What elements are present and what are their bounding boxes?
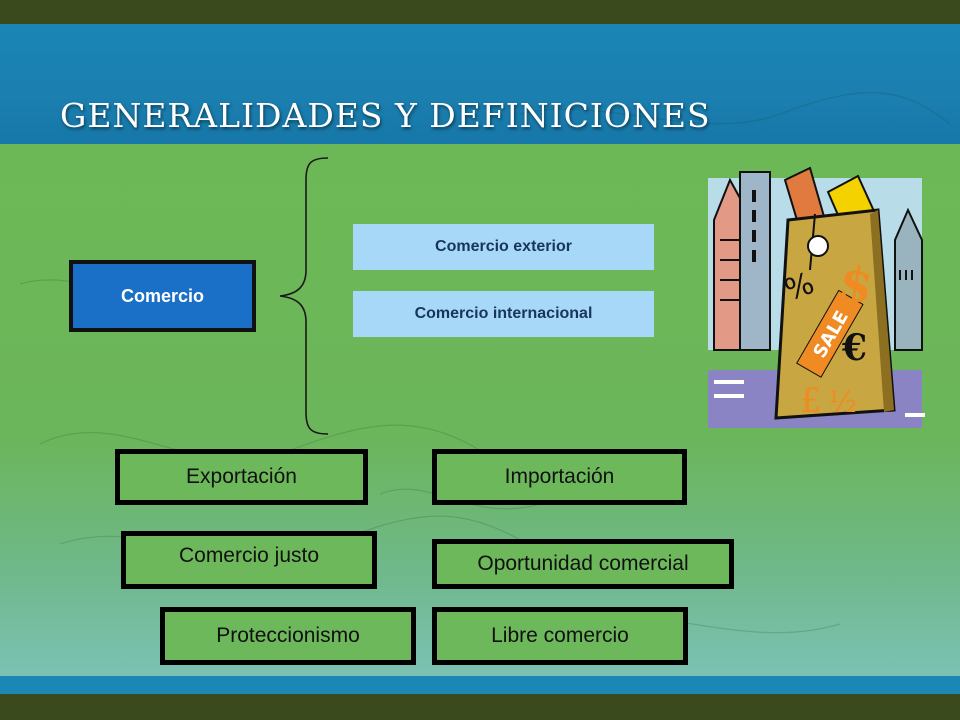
oportunidad-comercial-box: Oportunidad comercial xyxy=(432,539,734,589)
curly-brace xyxy=(279,157,329,435)
importacion-box: Importación xyxy=(432,449,687,505)
half-symbol: ½ xyxy=(828,385,857,420)
libre-comercio-box: Libre comercio xyxy=(432,607,688,665)
exportacion-box: Exportación xyxy=(115,449,368,505)
proteccionismo-box: Proteccionismo xyxy=(160,607,416,665)
shopping-bag-sale-icon: SALE % $ € £ ½ xyxy=(708,166,925,428)
slide-title: GENERALIDADES Y DEFINICIONES xyxy=(60,96,711,135)
euro-symbol: € xyxy=(841,327,867,369)
title-band xyxy=(0,24,960,144)
pound-symbol: £ xyxy=(800,381,822,421)
comercio-exterior-box: Comercio exterior xyxy=(353,224,654,270)
comercio-justo-box: Comercio justo xyxy=(121,531,377,589)
comercio-box: Comercio xyxy=(69,260,256,332)
bottom-band xyxy=(0,676,960,694)
bottom-bar xyxy=(0,694,960,720)
comercio-internacional-box: Comercio internacional xyxy=(353,291,654,337)
top-bar xyxy=(0,0,960,24)
